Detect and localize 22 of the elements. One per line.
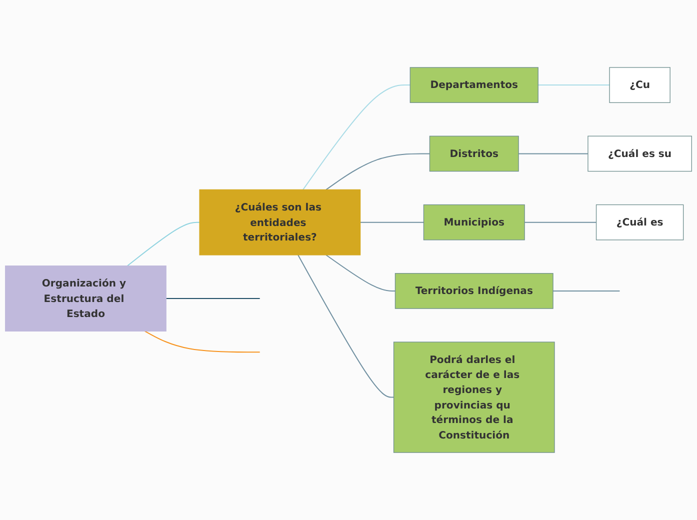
connector-line <box>518 153 588 154</box>
connector-line <box>524 222 596 223</box>
connector-line <box>360 222 424 223</box>
connector-line <box>302 84 410 190</box>
connector-line <box>144 330 260 353</box>
node-box: Organización y Estructura del Estado <box>5 266 166 332</box>
node-box: Podrá darles el carácter de e las regiones y provincias qu términos de la Constitución <box>393 342 555 453</box>
node-box: ¿Cuál es <box>596 204 684 240</box>
connector-line <box>326 254 396 292</box>
connector-line <box>166 298 260 299</box>
connector-line <box>553 290 620 292</box>
node-box: ¿Cu <box>609 67 670 103</box>
node-box: Municipios <box>423 204 525 240</box>
connector-line <box>538 84 610 86</box>
node-box: ¿Cuáles son las entidades territoriales? <box>199 189 361 256</box>
node-box: Distritos <box>429 136 519 172</box>
node-box: ¿Cuál es su <box>588 136 692 172</box>
connector-line <box>127 222 200 266</box>
connector-line <box>298 254 394 398</box>
connector-line <box>326 153 430 190</box>
node-box: Departamentos <box>410 67 538 103</box>
node-box: Territorios Indígenas <box>394 273 554 309</box>
